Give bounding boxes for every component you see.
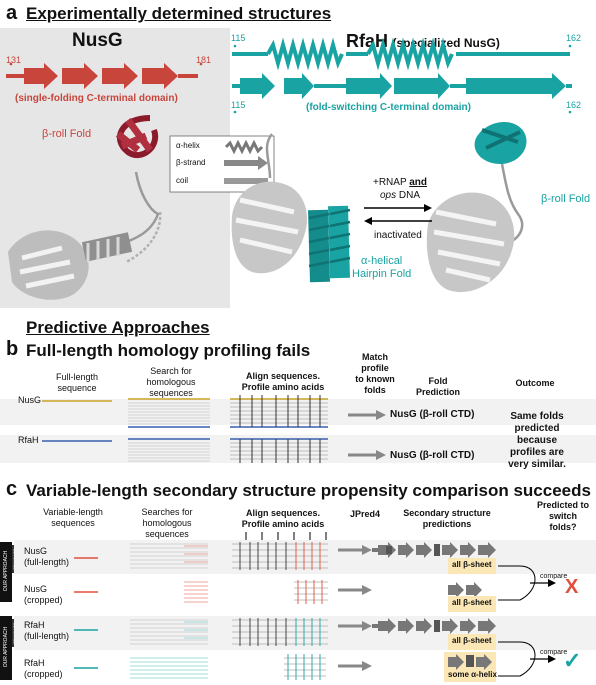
nusg-structure-cartoon xyxy=(8,115,162,300)
rfah-res-start-top: 115 xyxy=(231,33,246,43)
panel-b-letter: b xyxy=(6,338,19,360)
c-compare-rfah: compare xyxy=(540,649,568,656)
b-row-nusg-label: NusG xyxy=(18,395,42,405)
panel-a-title: Experimentally determined structures xyxy=(26,4,332,23)
fold-switch-arrows xyxy=(364,204,432,225)
panel-c-title: Variable-length secondary structure prop… xyxy=(26,481,591,500)
panel-c-letter: c xyxy=(6,478,18,500)
c-result-no-icon: X xyxy=(565,576,579,598)
c-row-3-name: RfaH(full-length) xyxy=(24,620,70,641)
rfah-domain-label: (fold-switching C-terminal domain) xyxy=(306,102,471,113)
c-row-4-ss: some α-helix xyxy=(448,670,497,679)
rfah-helix-track xyxy=(232,37,570,71)
rfah-beta-fold-label: β-roll Fold xyxy=(541,193,591,205)
forward-condition: +RNAP and ops DNA xyxy=(372,177,427,201)
c-row-2-ss: all β-sheet xyxy=(452,598,492,607)
ss-legend xyxy=(169,135,275,193)
c-row-1-name: NusG(full-length) xyxy=(24,546,70,567)
predictive-title: Predictive Approaches xyxy=(26,318,210,337)
c-side-tag-nusg xyxy=(0,542,12,602)
legend-coil-label: coil xyxy=(176,176,189,185)
c-header-jpred: JPred4 xyxy=(349,509,381,519)
b-row-rfah-prediction: NusG (β-roll CTD) xyxy=(390,450,475,461)
b-row-nusg-prediction: NusG (β-roll CTD) xyxy=(390,409,475,420)
rfah-alpha-structure-cartoon xyxy=(231,133,351,283)
rfah-res-end-top: 162 xyxy=(566,33,582,43)
nusg-strand-arrows xyxy=(6,63,198,89)
nusg-domain-label: (single-folding C-terminal domain) xyxy=(15,93,178,104)
reverse-condition: inactivated xyxy=(374,230,422,241)
c-row-3-ss: all β-sheet xyxy=(452,636,492,645)
b-header-outcome: Outcome xyxy=(515,378,555,388)
nusg-name: NusG xyxy=(72,30,123,51)
c-row-4-name: RfaH(cropped) xyxy=(24,658,63,679)
panel-a-drawing xyxy=(6,37,572,300)
c-header-align: Align sequences.Profile amino acids xyxy=(241,508,325,529)
rfah-beta-structure-cartoon xyxy=(426,121,527,293)
rfah-name: RfaH xyxy=(346,31,389,51)
rfah-strand-arrows xyxy=(232,73,572,99)
rfah-res-start-bottom: 115 xyxy=(231,100,246,110)
c-result-yes-icon: ✓ xyxy=(563,648,582,673)
rfah-hairpin-label: α-helical Hairpin Fold xyxy=(352,255,412,280)
legend-strand-label: β-strand xyxy=(176,158,206,167)
rfah-subtitle: (specialized NusG) xyxy=(392,36,500,50)
nusg-fold-label: β-roll Fold xyxy=(42,128,92,140)
nusg-res-end: 181 xyxy=(196,55,212,65)
b-row-rfah-label: RfaH xyxy=(18,435,39,445)
rfah-header: RfaH (specialized NusG) xyxy=(346,31,500,52)
c-side-tag-rfah xyxy=(0,616,12,680)
c-compare-nusg: compare xyxy=(540,573,568,580)
c-row-1-ss: all β-sheet xyxy=(452,560,492,569)
rfah-res-end-bottom: 162 xyxy=(566,100,582,110)
nusg-res-start: 131 xyxy=(6,55,22,65)
panel-c-drawing xyxy=(14,532,596,682)
b-header-align: Align sequences.Profile amino acids xyxy=(241,371,325,392)
legend-helix-label: α-helix xyxy=(176,141,200,150)
panel-a-letter: a xyxy=(6,2,18,24)
panel-b-title: Full-length homology profiling fails xyxy=(26,341,311,360)
panel-b-drawing xyxy=(0,395,596,463)
c-row-2-name: NusG(cropped) xyxy=(24,584,63,605)
